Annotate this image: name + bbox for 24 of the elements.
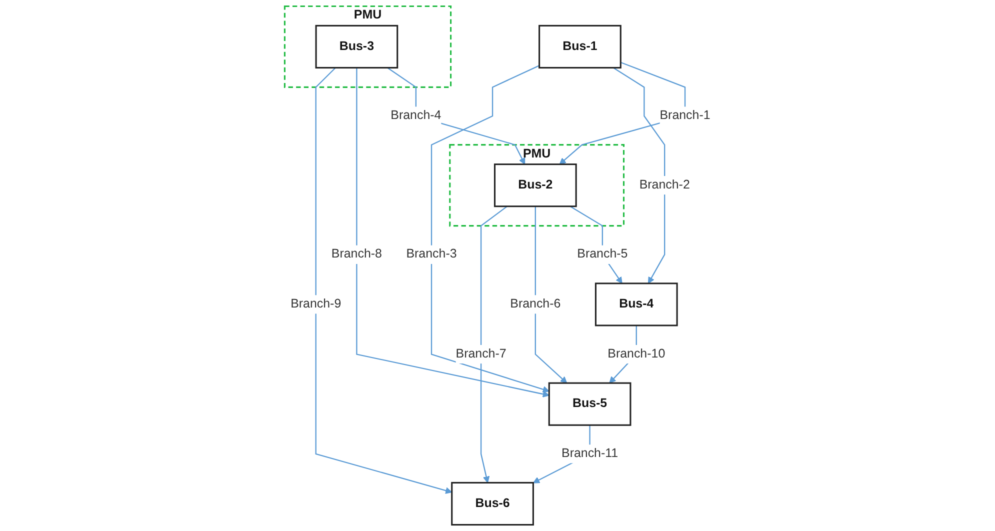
node-box: Bus-6 (451, 482, 534, 526)
node-box: Bus-1 (538, 24, 622, 69)
edge-label: Branch-8 (331, 248, 382, 261)
node-box: Bus-3 (315, 24, 398, 69)
edge-label: Branch-1 (660, 109, 710, 122)
edge-label: Branch-5 (577, 248, 628, 261)
node-box: Bus-2 (494, 164, 577, 208)
edge-label: Branch-2 (639, 178, 690, 192)
edge-label: Branch-6 (510, 297, 561, 311)
edge-label: Branch-4 (390, 109, 442, 122)
arrow (534, 206, 568, 384)
arrow (480, 206, 508, 484)
arrow (315, 67, 452, 494)
arrow (356, 68, 550, 398)
node-box: Bus-5 (548, 382, 632, 426)
edge-label: Branch-10 (608, 347, 666, 360)
edge-label: Branch-9 (290, 297, 342, 311)
arrow (387, 67, 526, 165)
arrow (613, 67, 666, 284)
edge-label: Branch-7 (456, 347, 506, 360)
node-box: Bus-4 (594, 282, 678, 326)
edge-label: Branch-11 (562, 446, 618, 460)
edge-label: Branch-3 (406, 248, 457, 261)
arrow (430, 65, 550, 393)
